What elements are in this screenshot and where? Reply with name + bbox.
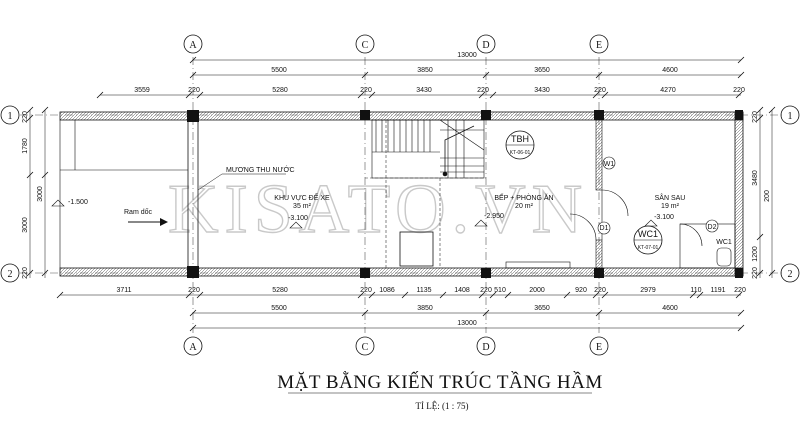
grid-label-1-left: 1 [8, 111, 13, 122]
window-w1-tag: W1 [602, 156, 616, 170]
staircase [371, 119, 485, 179]
grid-label-c-bottom: C [362, 342, 369, 353]
grid-label-2-left: 2 [8, 269, 13, 280]
dim-bottom-4: 220 [360, 287, 372, 294]
room-kitchen-name: BẾP + PHÒNG ĂN [494, 192, 553, 202]
dim-left-4: 3000 [37, 186, 44, 202]
level-markers [51, 199, 658, 229]
dim-bay-de-bottom: 3650 [534, 305, 550, 312]
tbh-code: TBH [511, 134, 529, 144]
dim-top-7: 3430 [534, 87, 550, 94]
grid-label-a-bottom: A [189, 342, 197, 353]
room-parking-area: 35 m² [293, 203, 312, 210]
dim-bottom-2: 220 [188, 287, 200, 294]
dim-left-1: 220 [22, 111, 29, 123]
dim-top-5: 3430 [416, 87, 432, 94]
dim-left-2: 1780 [22, 138, 29, 154]
dim-bay-cd: 3850 [417, 67, 433, 74]
dim-top-3: 5280 [272, 87, 288, 94]
dim-overall-bottom: 13000 [457, 320, 477, 327]
tbh-detail-tag: TBH KT-06-01 [505, 130, 535, 160]
dim-bay-ac-bottom: 5500 [271, 305, 287, 312]
dim-right-4: 220 [752, 267, 759, 279]
dim-bay-e-end: 4600 [662, 67, 678, 74]
grid-label-e-top: E [596, 40, 602, 51]
grid-label-e-bottom: E [596, 342, 602, 353]
tbh-ref: KT-06-01 [510, 150, 531, 156]
kitchen-counter [505, 261, 571, 269]
dim-top-1: 3559 [134, 87, 150, 94]
wc-label: WC1 [716, 239, 732, 246]
dim-top-8: 220 [594, 87, 606, 94]
dim-top-9: 4270 [660, 87, 676, 94]
dim-bay-ac: 5500 [271, 67, 287, 74]
window-w1-label: W1 [604, 161, 615, 168]
dim-left-3: 3000 [22, 217, 29, 233]
room-backyard-name: SÂN SAU [655, 193, 686, 202]
drawing-title: MẶT BẰNG KIẾN TRÚC TẦNG HẦM [277, 371, 602, 393]
dim-bottom-1: 3711 [116, 287, 131, 294]
dim-bottom-8: 220 [480, 287, 492, 294]
structural-columns [187, 110, 743, 278]
dimension-ticks [26, 56, 776, 332]
dim-top-2: 220 [188, 87, 200, 94]
dim-right-3: 1200 [752, 246, 759, 262]
wc1-ref: KT-07-01 [638, 245, 659, 251]
dim-top-4: 220 [360, 87, 372, 94]
dim-bottom-10: 2000 [529, 287, 545, 294]
dim-bottom-3: 5280 [272, 287, 288, 294]
dim-right-1: 220 [752, 111, 759, 123]
drain-label: MƯƠNG THU NƯỚC [226, 165, 295, 174]
grid-label-2-right: 2 [788, 269, 793, 280]
drawing-scale: TỈ LỆ: (1 : 75) [416, 401, 469, 411]
dim-bottom-6: 1135 [416, 287, 431, 294]
room-parking-name: KHU VỰC ĐỂ XE [274, 193, 330, 202]
grid-label-1-right: 1 [788, 111, 793, 122]
dim-bottom-14: 110 [690, 287, 701, 294]
grid-label-a-top: A [189, 40, 197, 51]
ramp-arrow-icon [128, 218, 168, 226]
dim-bottom-13: 2979 [640, 287, 656, 294]
room-kitchen-level: -2.950 [484, 213, 504, 220]
drain-leader [197, 173, 223, 191]
door-d2-label: D2 [708, 224, 717, 231]
shaft-opening [399, 231, 434, 267]
dim-bottom-5: 1086 [379, 287, 395, 294]
wc-room: D2 WC1 [679, 219, 736, 269]
dim-bottom-15: 1191 [710, 287, 725, 294]
dim-bay-de: 3650 [534, 67, 550, 74]
dim-left-5: 220 [22, 267, 29, 279]
wc1-code: WC1 [638, 229, 658, 239]
dim-right-2: 3480 [752, 170, 759, 186]
room-backyard-level: -3.100 [654, 214, 674, 221]
ramp-label: Ram dốc [124, 207, 153, 216]
dim-bottom-7: 1408 [454, 287, 470, 294]
grid-label-c-top: C [362, 40, 369, 51]
watermark: KISATO.VN [168, 171, 588, 248]
room-parking-level: -3.100 [288, 215, 308, 222]
dim-bay-cd-bottom: 3850 [417, 305, 433, 312]
grid-bubbles [0, 34, 800, 356]
wc1-detail-tag: WC1 KT-07-01 [633, 225, 663, 255]
room-backyard-area: 19 m² [661, 203, 680, 210]
grid-label-d-top: D [482, 40, 489, 51]
dim-bottom-9: 510 [494, 287, 506, 294]
grid-label-d-bottom: D [482, 342, 489, 353]
dim-bay-e-end-bottom: 4600 [662, 305, 678, 312]
dim-top-6: 220 [477, 87, 489, 94]
dim-top-10: 220 [733, 87, 745, 94]
door-d1-label: D1 [600, 225, 609, 232]
dim-right-small: 200 [764, 190, 771, 202]
toilet-icon [716, 247, 732, 267]
room-kitchen-area: 20 m² [515, 203, 534, 210]
dim-bottom-11: 920 [575, 287, 587, 294]
dimension-lines [29, 59, 773, 329]
dim-overall-top: 13000 [457, 52, 477, 59]
ramp-level: -1.500 [68, 199, 88, 206]
hidden-lines [365, 120, 486, 268]
dim-bottom-12: 220 [594, 287, 606, 294]
door-d1-tag: D1 [597, 221, 611, 235]
dim-bottom-16: 220 [734, 287, 746, 294]
